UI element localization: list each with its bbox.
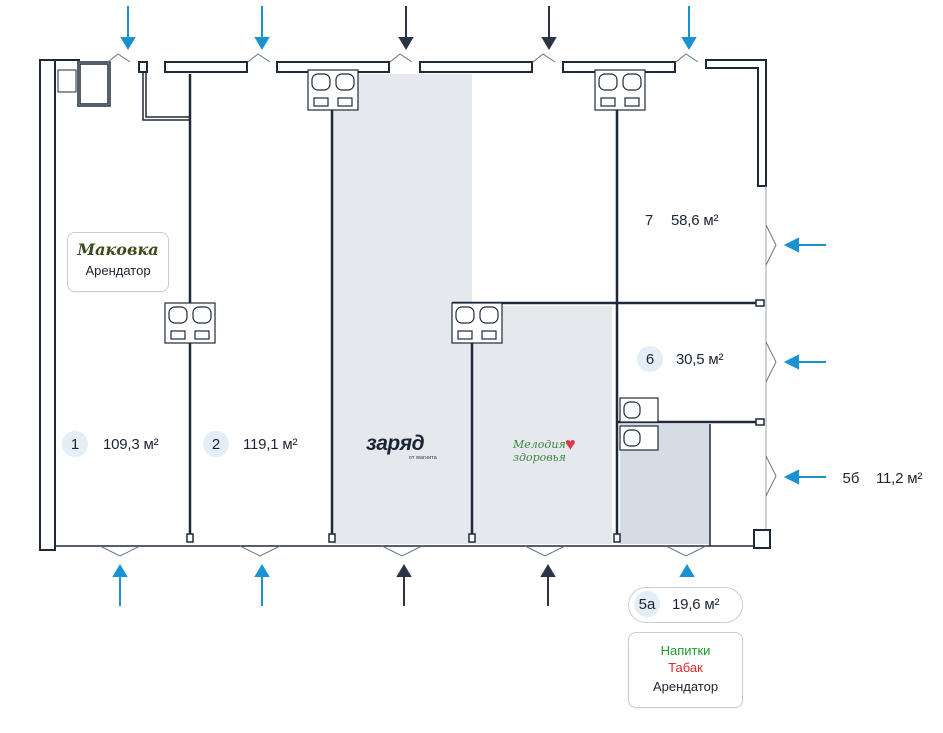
makovka-logo: Маковка <box>77 240 159 259</box>
sink-icon <box>624 97 640 107</box>
door-swing-icon <box>665 545 707 557</box>
sink-icon <box>600 97 616 107</box>
entrance-arrow-icon <box>541 6 557 50</box>
toilet-icon <box>622 73 642 91</box>
entrance-arrow-icon <box>120 6 136 50</box>
toilet-block-mid-2 <box>164 302 216 344</box>
sink-icon <box>313 97 329 107</box>
unit-1-area: 109,3 м² <box>103 436 159 453</box>
outer-walls <box>39 59 771 551</box>
door-swing-icon <box>532 53 556 63</box>
drinks-label: Напитки <box>660 643 711 658</box>
sink-icon <box>457 330 473 340</box>
top-entrance-arrows <box>120 6 697 50</box>
zaryad-logo-subtext: от магнита <box>409 455 437 461</box>
sink-icon <box>194 330 210 340</box>
door-swing-icon <box>107 53 131 63</box>
entrance-arrow-icon <box>254 564 270 606</box>
unit-5a-number: 5а <box>634 591 660 617</box>
bottom-entrance-arrows <box>112 564 695 606</box>
unit-7-area: 58,6 м² <box>671 212 719 229</box>
melodia-logo: Мелодия здоровья <box>513 438 566 464</box>
door-swing-icon <box>765 224 777 266</box>
door-swing-icon <box>381 545 423 557</box>
partition-end-caps <box>186 299 765 543</box>
sink-icon <box>481 330 497 340</box>
entrance-arrow-icon <box>112 564 128 606</box>
entrance-arrow-icon <box>254 6 270 50</box>
entrance-arrow-icon <box>540 564 556 606</box>
unit-6-area: 30,5 м² <box>676 351 724 368</box>
door-swing-icon <box>765 341 777 383</box>
unit-5b-area: 11,2 м² <box>876 470 923 487</box>
melodia-logo-line2: здоровья <box>513 451 566 464</box>
makovka-caption: Арендатор <box>85 263 151 278</box>
toilet-icon <box>479 306 499 324</box>
toilet-blocks <box>164 69 659 451</box>
door-swing-icon <box>524 545 566 557</box>
door-swing-icon <box>247 53 271 63</box>
toilet-block-6 <box>619 397 659 423</box>
unit-1-number: 1 <box>62 431 88 457</box>
entrance-arrow-icon <box>681 6 697 50</box>
toilet-icon <box>311 73 331 91</box>
heart-icon: ♥ <box>565 434 576 454</box>
unit-5b-number: 5б <box>838 465 864 491</box>
toilet-block-top-7 <box>594 69 646 111</box>
zaryad-area <box>332 74 472 544</box>
door-swing-icon <box>239 545 281 557</box>
entrance-arrow-icon <box>783 354 826 370</box>
toilet-block-mid-melodia <box>451 302 503 344</box>
toilet-icon <box>598 73 618 91</box>
sink-icon <box>170 330 186 340</box>
bottom-doors <box>99 545 707 557</box>
unit-2-area: 119,1 м² <box>243 436 298 453</box>
entrance-arrow-icon <box>679 564 695 577</box>
entrance-arrow-icon <box>783 469 826 485</box>
unit-7-number: 7 <box>636 207 662 233</box>
toilet-block-top-zaryad <box>307 69 359 111</box>
unit-2-number: 2 <box>203 431 229 457</box>
entrance-arrow-icon <box>783 237 826 253</box>
entrance-arrow-icon <box>396 564 412 606</box>
toilet-icon <box>335 73 355 91</box>
tobacco-label: Табак <box>668 660 703 675</box>
melodia-logo-line1: Мелодия <box>513 438 566 451</box>
toilet-icon <box>623 401 641 419</box>
door-swing-icon <box>99 545 141 557</box>
zaryad-logo: заряд <box>366 432 425 455</box>
door-swing-icon <box>675 53 699 63</box>
top-doors <box>107 53 699 63</box>
toilet-icon <box>192 306 212 324</box>
right-doors <box>765 224 777 497</box>
melodia-area <box>472 306 612 544</box>
unit-6-number: 6 <box>637 346 663 372</box>
toilet-icon <box>623 429 641 447</box>
toilet-icon <box>455 306 475 324</box>
door-swing-icon <box>389 53 413 63</box>
entrance-arrow-icon <box>398 6 414 50</box>
door-swing-icon <box>765 455 777 497</box>
sink-icon <box>337 97 353 107</box>
right-entrance-arrows <box>783 237 826 485</box>
drinks-tobacco-caption: Арендатор <box>652 679 719 694</box>
toilet-block-5a <box>619 425 659 451</box>
bathroom-unit-1 <box>57 61 190 121</box>
drinks-tobacco-tenant-card: Напитки Табак Арендатор <box>628 632 743 708</box>
toilet-icon <box>168 306 188 324</box>
makovka-tenant-card: Маковка Арендатор <box>67 232 169 292</box>
unit-5a-area: 19,6 м² <box>672 596 720 613</box>
